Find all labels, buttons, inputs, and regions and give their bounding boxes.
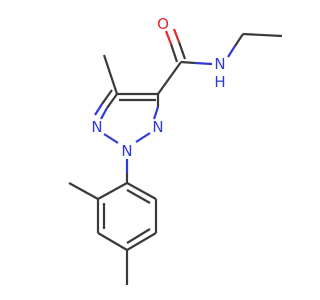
atom-label-n3: N [152,118,163,136]
bond-n2-n3 [135,132,151,143]
bond-n3-c4-a [152,106,160,120]
bond-c4-carbonyl [157,61,182,95]
bond-p4-p5 [126,232,157,251]
atom-label-amide-n: N [214,55,225,73]
atom-label-o: O [157,15,169,33]
bond-carbonyl-n-b [194,61,213,66]
bond-n1-n2 [103,133,119,144]
bond-p4-p5-inner [126,228,151,244]
atom-label-n2: N [121,142,132,160]
bond-carbonyl-o-double-b [172,28,181,43]
atom-labels: N N N O N H [91,15,225,160]
bond-n-ethyl-b [234,33,244,47]
bond-carbonyl-o-double-a [177,41,187,60]
bond-ethyl [242,32,283,38]
bond-carbonyl-o-a [169,43,179,63]
bond-p3-p4 [97,232,128,251]
bond-c5-n1-double-a [101,89,113,105]
bond-p2-methyl [68,182,99,200]
bond-c5-methyl [102,54,119,95]
bond-carbonyl-o-b [164,30,173,45]
bond-p1-p2 [97,182,128,200]
bond-c5-n1-a [106,93,118,109]
bonds [68,28,283,285]
bond-p6-p1-inner [126,189,151,204]
bond-n-ethyl-a [227,45,236,58]
atom-label-amide-h: H [214,73,225,91]
background [0,0,300,300]
atom-label-n1: N [91,118,102,136]
bond-carbonyl-n-a [180,60,196,65]
molecule-structure: N N N O N H [0,0,300,300]
bond-c5-n1-b [100,107,108,120]
bond-c5-n1-double-b [94,103,103,116]
bond-p6-p1 [126,182,157,200]
